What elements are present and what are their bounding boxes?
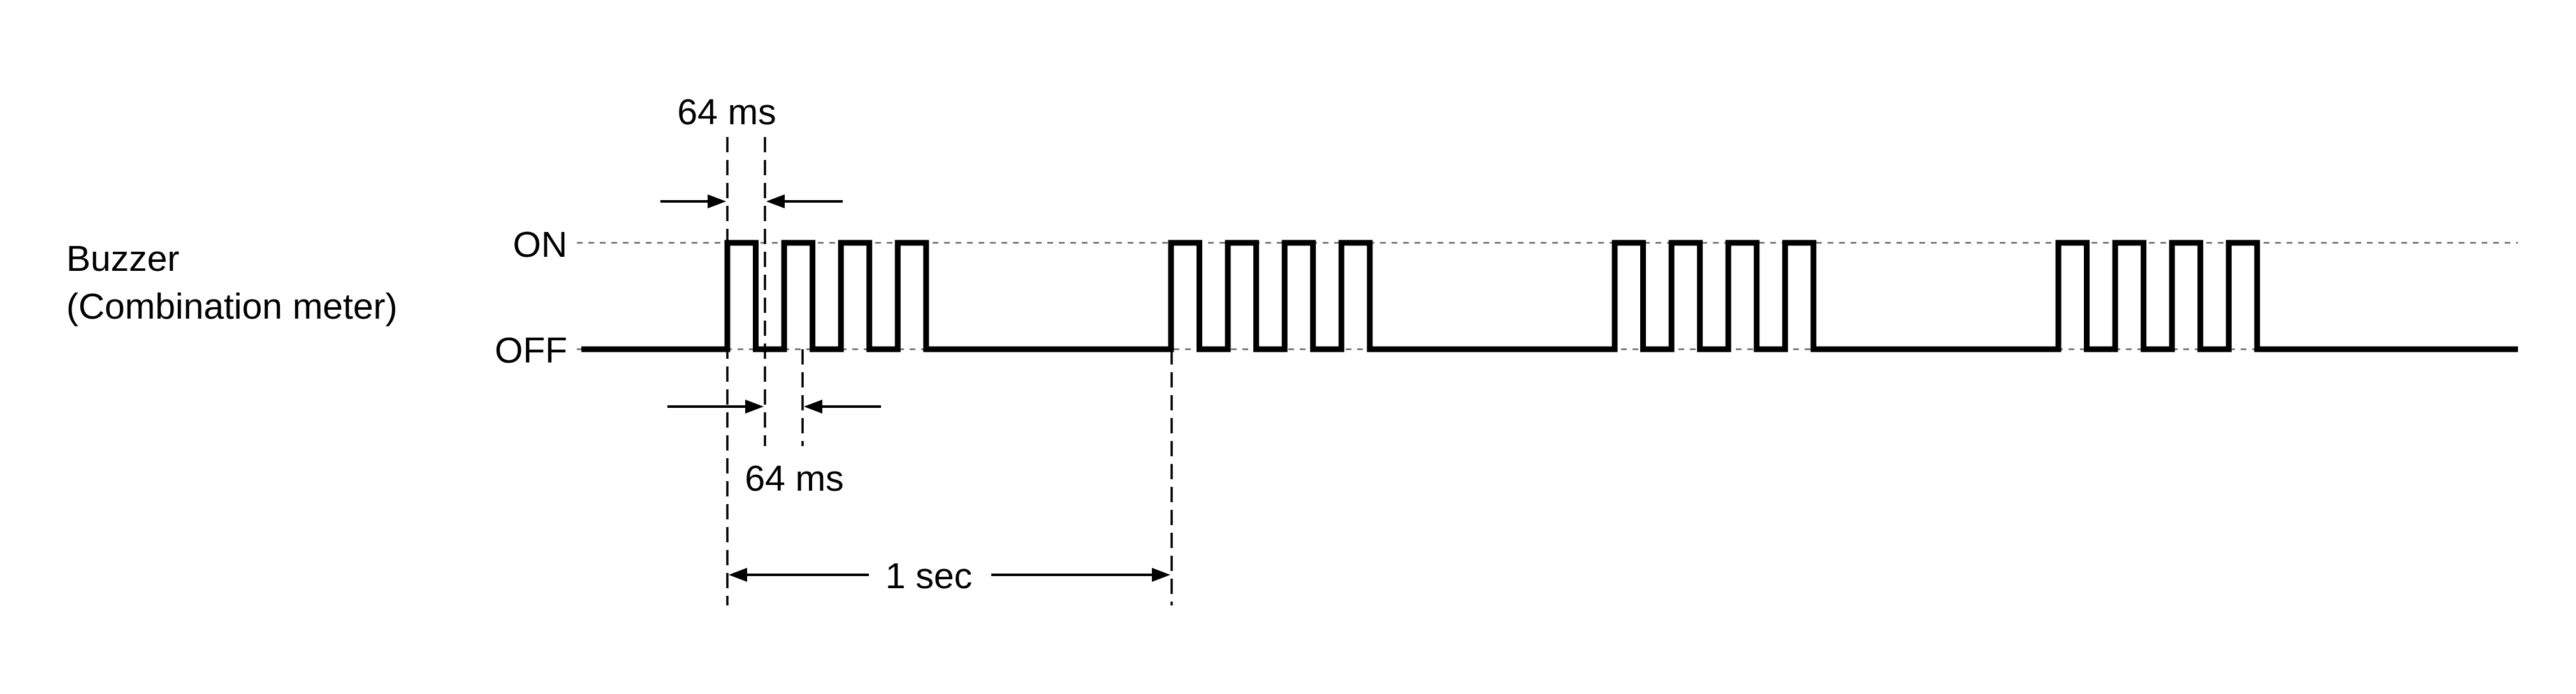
level-on-label: ON [513,224,568,265]
level-off-label: OFF [495,330,567,371]
buzzer-waveform [581,240,2518,352]
period-arrow-left-head [729,568,747,582]
period-label: 1 sec [885,556,972,596]
signal-name-line1: Buzzer [66,238,179,279]
pulse-on-width-label: 64 ms [677,92,776,133]
pulse-off-width-label: 64 ms [745,458,843,499]
signal-name-line2: (Combination meter) [66,286,398,327]
pulse-on-arrow-left-head [708,194,726,208]
pulse-off-arrow-right-head [804,400,822,414]
pulse-on-arrow-right-head [766,194,785,208]
period-arrow-right-head [1152,568,1170,582]
pulse-off-arrow-left-head [745,400,764,414]
